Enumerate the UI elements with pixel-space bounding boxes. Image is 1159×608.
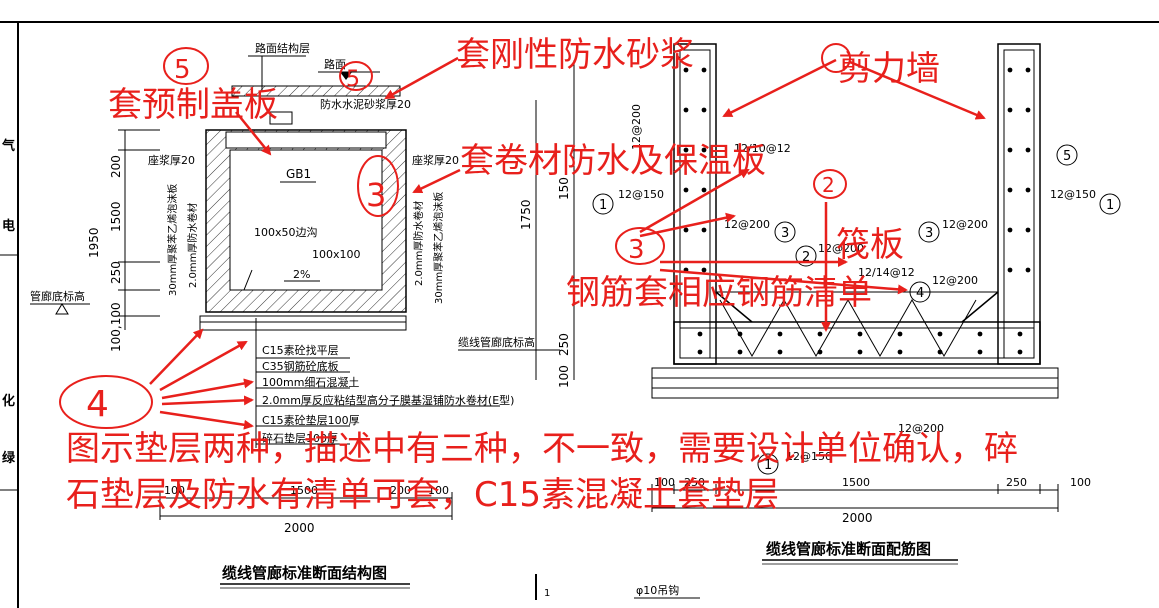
rebar-dim-bottom-2: 250	[684, 476, 705, 489]
annotation-mark-3-b: 3	[628, 235, 645, 265]
dim-2000: 2000	[284, 521, 315, 535]
annotation-membrane-insulation: 套卷材防水及保温板	[460, 141, 766, 181]
layer-4: 2.0mm厚反应粘结型高分子膜基湿铺防水卷材(E型)	[262, 393, 514, 407]
rebar-label-top: 12@200	[630, 104, 643, 150]
dim-bottom-3: 200	[390, 484, 411, 497]
sidebar-char-1: 气	[2, 138, 15, 154]
layer-6: 碎石垫层100厚	[262, 431, 338, 445]
annotation-shear-wall: 剪力墙	[838, 49, 940, 89]
insulation-left-label: 30mm厚聚苯乙烯泡沫板	[166, 184, 179, 296]
marker-1-right: 1	[1106, 198, 1114, 213]
annotation-mark-2: 2	[822, 173, 835, 197]
sidebar-char-2: 电	[2, 218, 15, 234]
sidebar-char-4: 绿	[2, 450, 16, 466]
rebar-label-12-150-left: 12@150	[618, 188, 664, 201]
ditch-label: 100x50边沟	[254, 226, 318, 239]
dim-250: 250	[109, 261, 123, 284]
annotation-note-line2: 石垫层及防水有清单可套，C15素混凝土套垫层	[66, 475, 779, 515]
rebar-label-14-12: 12/14@12	[858, 266, 915, 279]
rebar-dim-250: 250	[557, 333, 571, 356]
structure-drawing: 路面结构层 路面 防水水泥砂浆厚20 GB1 座浆厚20 座浆厚20 100x5…	[30, 41, 514, 589]
waterproof-mortar-label: 防水水泥砂浆厚20	[320, 97, 411, 111]
bottom-level-label: 管廊底标高	[30, 289, 85, 303]
red-annotations: 套刚性防水砂浆 剪力墙 套预制盖板 套卷材防水及保温板 筏板 钢筋套相应钢筋清单…	[59, 35, 1018, 515]
rebar-caption: 缆线管廊标准断面配筋图	[766, 540, 931, 558]
layer-1: C15素砼找平层	[262, 343, 339, 357]
annotation-mark-3: 3	[366, 176, 386, 214]
rebar-bottom-level: 缆线管廊底标高	[458, 335, 535, 349]
insulation-right-label: 30mm厚聚苯乙烯泡沫板	[432, 192, 445, 304]
rebar-drawing: 1750 150 250 100 12@200 缆线管廊底标高 12/10@12…	[458, 43, 1121, 600]
slope-label: 2%	[293, 268, 310, 281]
sidebar-char-3: 化	[2, 393, 15, 409]
dim-bottom-1: 100	[164, 484, 185, 497]
marker-1-bottom: 1	[764, 458, 772, 473]
membrane-right-label: 2.0mm厚防水卷材	[412, 201, 425, 286]
dim-bottom-4: 100	[428, 484, 449, 497]
rebar-dots	[683, 67, 1031, 355]
rebar-label-12-10: 12/10@12	[734, 142, 791, 155]
annotation-rigid-waterproof-mortar: 套刚性防水砂浆	[456, 35, 694, 75]
dim-bottom-2: 1500	[290, 484, 318, 497]
annotation-raft-slab: 筏板	[836, 225, 904, 265]
rebar-dim-2000: 2000	[842, 511, 873, 525]
rebar-dim-150: 150	[557, 177, 571, 200]
marker-4: 4	[916, 286, 924, 301]
dim-1750: 1750	[519, 199, 533, 230]
layer-5: C15素砼垫层100厚	[262, 413, 360, 427]
small-marker-1: 1	[544, 588, 550, 599]
rebar-dim-bottom-4: 250	[1006, 476, 1027, 489]
hook-label: φ10吊钩	[636, 583, 679, 597]
dim-1500: 1500	[109, 201, 123, 232]
rebar-label-12-200-bottom: 12@200	[898, 422, 944, 435]
bedding-mortar-label-right: 座浆厚20	[412, 153, 459, 167]
title-block-sidebar: 气 电 化 绿	[0, 21, 1159, 608]
layer-2: C35钢筋砼底板	[262, 359, 339, 373]
annotation-mark-4: 4	[86, 384, 109, 425]
dim-200: 200	[109, 155, 123, 178]
rebar-label-12-150-bottom: 12@150	[786, 450, 832, 463]
rebar-label-12-200-c: 12@200	[818, 242, 864, 255]
membrane-left-label: 2.0mm厚防水卷材	[186, 203, 199, 288]
annotation-rebar-list: 钢筋套相应钢筋清单	[566, 273, 872, 313]
bedding-mortar-label: 座浆厚20	[148, 153, 195, 167]
rebar-label-12-200-b: 12@200	[942, 218, 988, 231]
rebar-dim-bottom-5: 100	[1070, 476, 1091, 489]
dim-100-100: 100,100	[109, 302, 123, 352]
marker-2: 2	[802, 250, 810, 265]
rebar-label-12-200-d: 12@200	[932, 274, 978, 287]
rebar-dim-bottom-3: 1500	[842, 476, 870, 489]
marker-3-left: 3	[781, 226, 789, 241]
annotation-note-line1: 图示垫层两种，描述中有三种，不一致，需要设计单位确认，碎	[66, 429, 1018, 469]
road-layer-label: 路面结构层	[255, 41, 310, 55]
marker-3-right: 3	[925, 226, 933, 241]
structure-caption: 缆线管廊标准断面结构图	[222, 564, 387, 582]
layer-3: 100mm细石混凝土	[262, 375, 359, 389]
road-surface-label: 路面	[324, 58, 346, 71]
ditch-right-label: 100x100	[312, 248, 361, 261]
rebar-label-12-150-right: 12@150	[1050, 188, 1096, 201]
annotation-mark-5-b: 5	[346, 67, 360, 92]
dim-total-height: 1950	[87, 227, 101, 258]
rebar-dim-bottom-1: 100	[654, 476, 675, 489]
cover-plate-label: GB1	[286, 167, 311, 181]
marker-1-left: 1	[599, 198, 607, 213]
annotation-precast-cover: 套预制盖板	[108, 85, 278, 125]
rebar-label-12-200-a: 12@200	[724, 218, 770, 231]
rebar-dim-100: 100	[557, 365, 571, 388]
annotation-mark-5-a: 5	[174, 55, 191, 85]
marker-5-right: 5	[1063, 149, 1071, 164]
